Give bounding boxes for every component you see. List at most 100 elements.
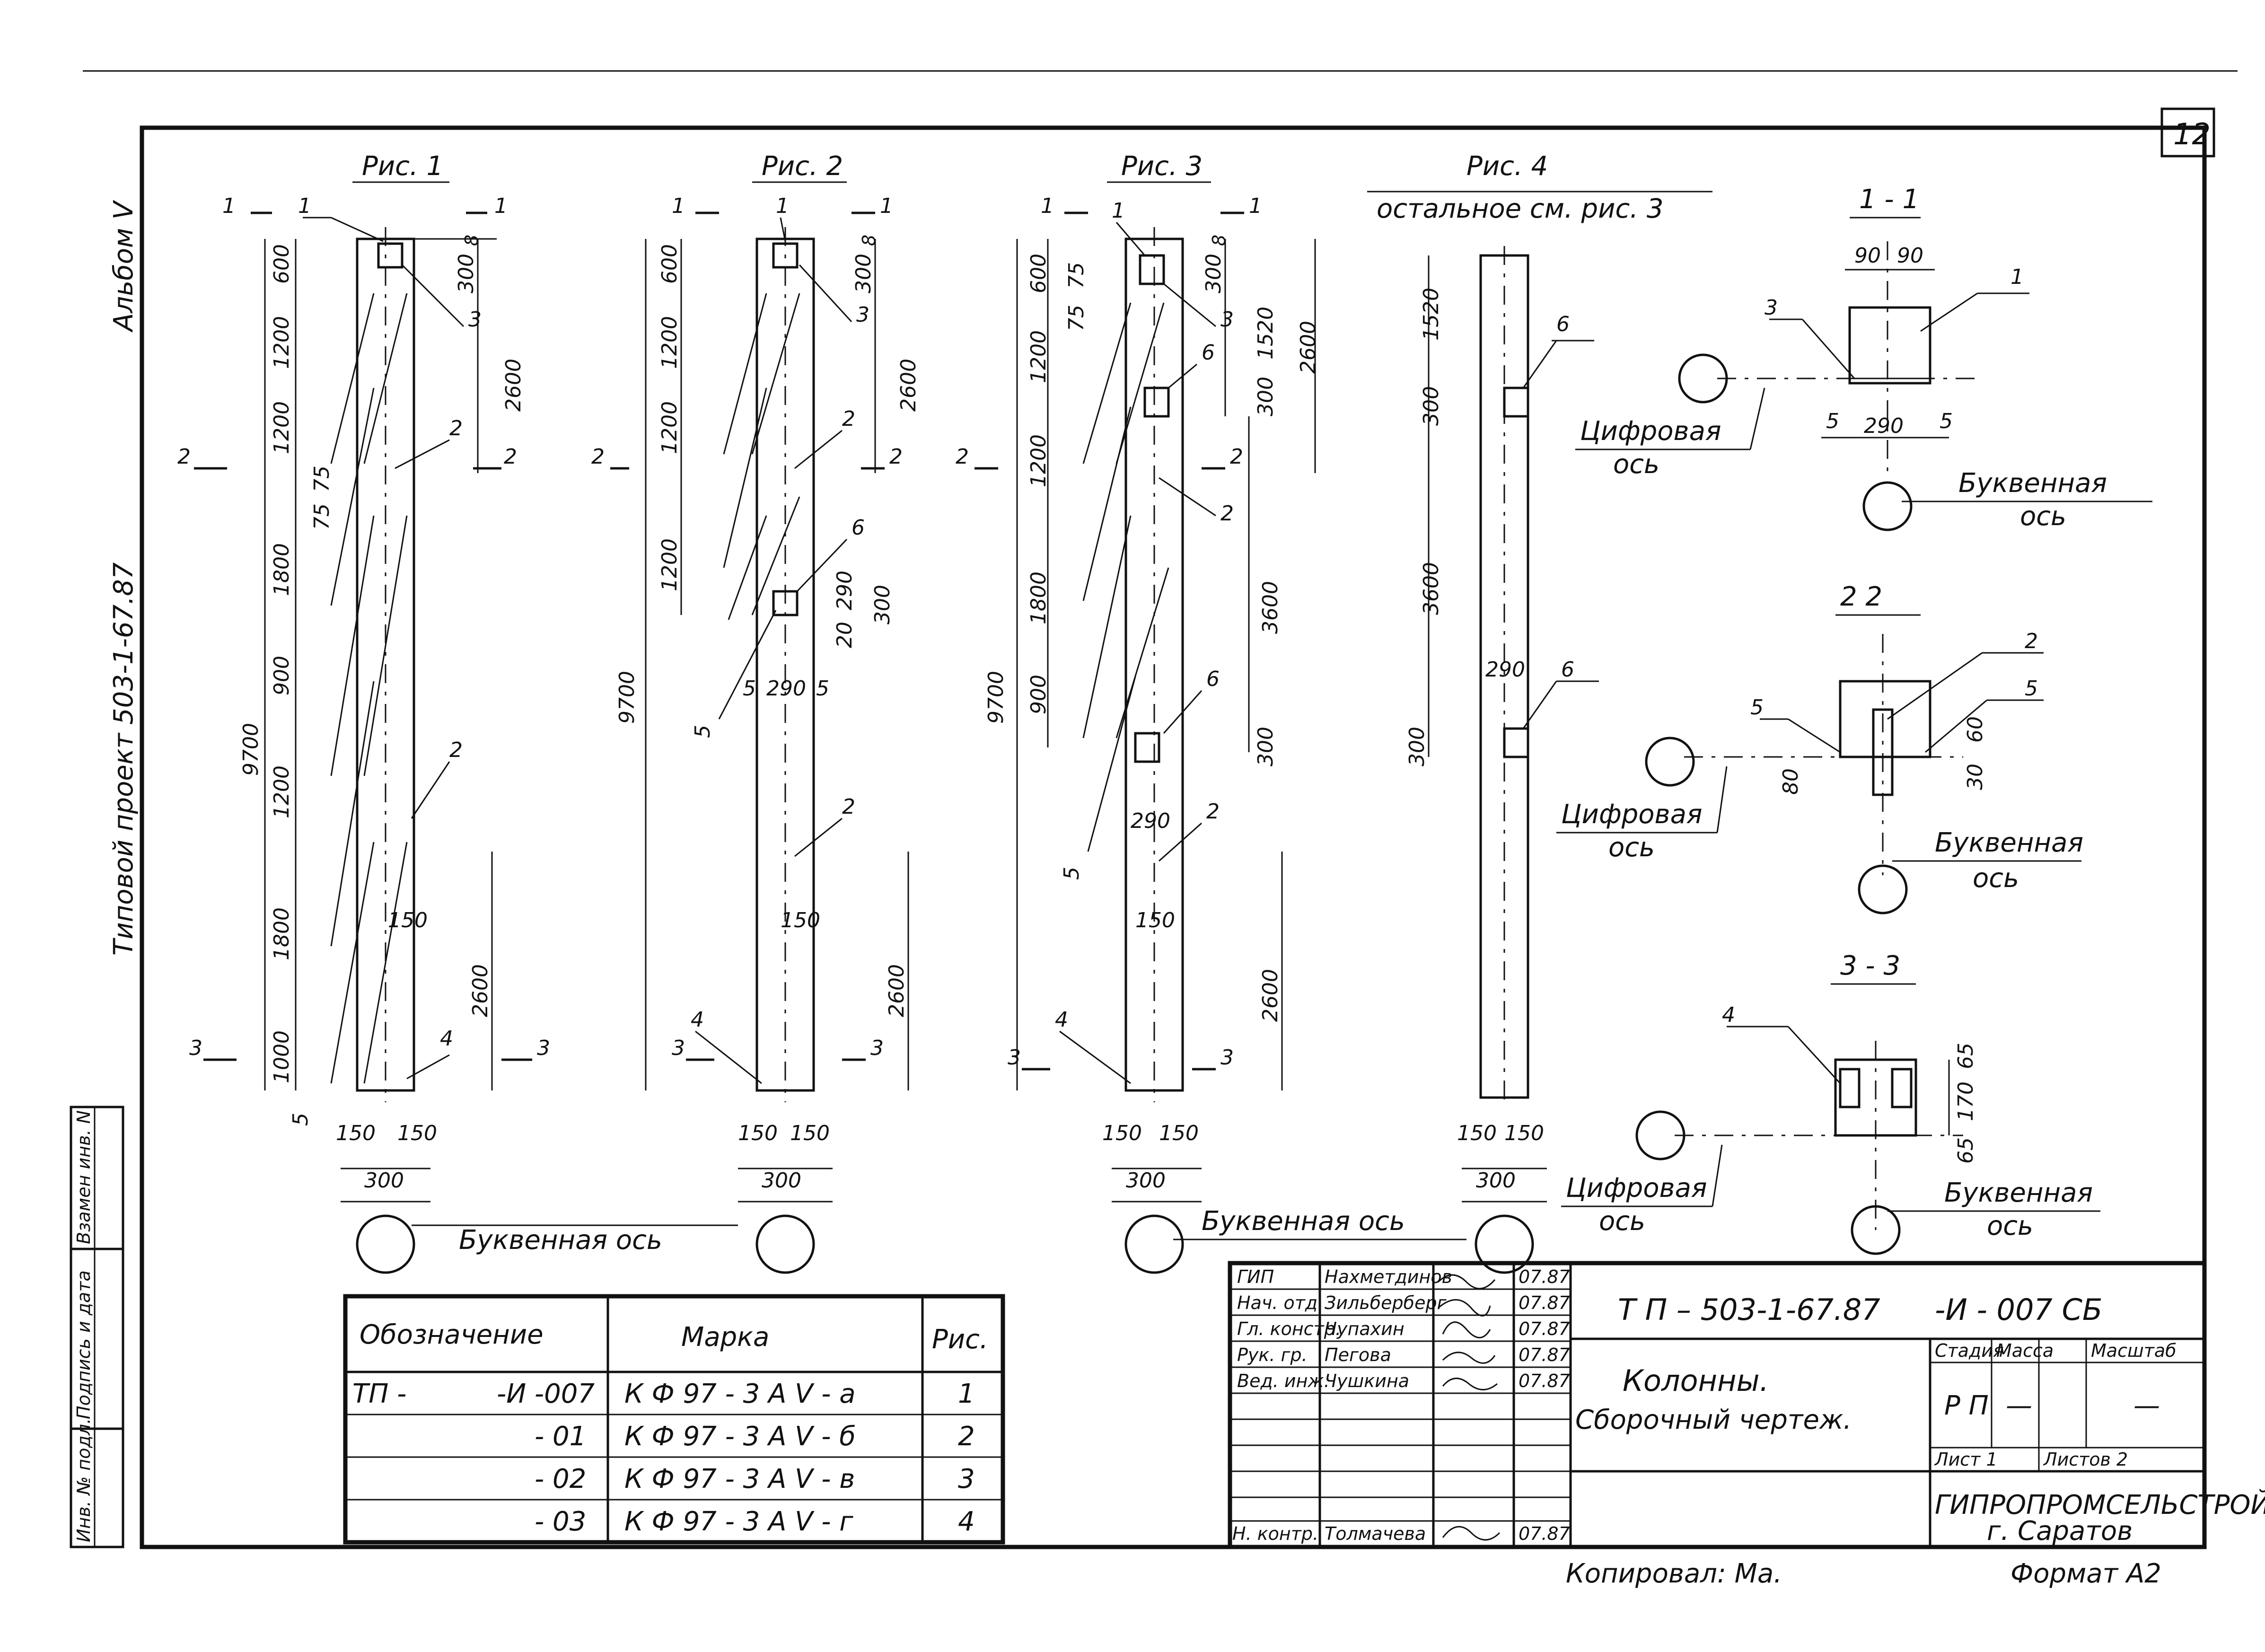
table-row: - 03 К Ф 97 - 3 А V - г 4: [535, 1506, 975, 1537]
album-label: Альбом V: [108, 200, 139, 333]
svg-text:2: 2: [842, 407, 855, 431]
svg-text:- 03: - 03: [535, 1506, 586, 1537]
svg-text:1000: 1000: [270, 1030, 294, 1083]
svg-text:1200: 1200: [1027, 330, 1051, 383]
drawing-frame: [140, 125, 2207, 1549]
svg-text:Н. контр.: Н. контр.: [1232, 1523, 1318, 1544]
digital-axis-label-2: Цифровая: [1561, 799, 1703, 830]
svg-text:300: 300: [852, 254, 876, 293]
svg-text:К Ф 97 - 3 А V - б: К Ф 97 - 3 А V - б: [624, 1421, 856, 1452]
svg-text:150: 150: [781, 908, 820, 932]
svg-text:2600: 2600: [896, 359, 921, 412]
svg-text:30: 30: [1963, 764, 1987, 790]
svg-text:150: 150: [790, 1121, 830, 1145]
role-row: ГИП Нахметдинов 07.87: [1237, 1266, 1570, 1287]
svg-text:2600: 2600: [1296, 321, 1320, 374]
figure-1-title: Рис. 1: [362, 151, 443, 182]
svg-text:Рук. гр.: Рук. гр.: [1237, 1344, 1308, 1365]
svg-text:300: 300: [1254, 377, 1278, 416]
svg-text:75: 75: [1064, 262, 1089, 289]
format-label: Формат А2: [2010, 1558, 2161, 1589]
figure-4: Рис. 4 остальное см. рис. 3 1520 300 360…: [1367, 151, 1712, 1274]
role-row: Нач. отд. Зильберберг 07.87: [1237, 1292, 1570, 1313]
svg-text:4: 4: [691, 1008, 704, 1032]
letter-axis-label-s2: Буквенная: [1935, 827, 2083, 858]
svg-text:2: 2: [177, 445, 191, 469]
svg-text:2: 2: [956, 445, 969, 469]
svg-text:- 01: - 01: [535, 1421, 586, 1452]
role-row: Рук. гр. Пегова 07.87: [1237, 1344, 1570, 1365]
svg-text:1: 1: [494, 194, 508, 218]
svg-text:1: 1: [776, 194, 789, 218]
svg-text:8: 8: [1209, 235, 1229, 246]
digital-axis-label-3: Цифровая: [1566, 1173, 1707, 1204]
svg-text:600: 600: [1027, 254, 1051, 293]
svg-text:6: 6: [1556, 312, 1570, 336]
svg-text:3: 3: [189, 1036, 202, 1060]
svg-text:2: 2: [449, 738, 463, 762]
axis-marker-4: [1475, 1214, 1534, 1274]
svg-text:2600: 2600: [501, 359, 526, 412]
svg-text:Зильберберг: Зильберберг: [1325, 1292, 1447, 1313]
svg-text:3: 3: [468, 308, 482, 332]
stamp-inv-label: Инв. № подл.: [73, 1418, 94, 1542]
svg-text:2: 2: [591, 445, 605, 469]
svg-text:1800: 1800: [270, 543, 294, 596]
svg-text:300: 300: [454, 254, 478, 293]
page-number: 12: [2173, 117, 2211, 151]
axis-marker-1: [356, 1214, 415, 1274]
svg-text:2: 2: [958, 1421, 975, 1452]
role-row: Вед. инж. Чушкина 07.87: [1237, 1371, 1570, 1391]
figure-3: Рис. 3 600 75 75 1200 1200 1800 900 9700…: [956, 151, 1320, 1274]
svg-text:К Ф 97 - 3 А V - в: К Ф 97 - 3 А V - в: [624, 1464, 855, 1494]
figure-2-total-height: 9700: [615, 671, 639, 724]
svg-text:2: 2: [2025, 629, 2038, 653]
svg-text:300: 300: [1202, 254, 1226, 293]
signature-3: [1442, 1321, 1491, 1338]
svg-text:1: 1: [1041, 194, 1054, 218]
axis-marker-3: [1124, 1214, 1184, 1274]
signature-1: [1437, 1274, 1496, 1290]
stamp-replace-label: Взамен инв. N: [73, 1110, 94, 1244]
section-3-3-bar-right: [1891, 1068, 1913, 1108]
letter-axis-label-s1: Буквенная: [1958, 468, 2107, 499]
signature-2: [1438, 1299, 1491, 1317]
svg-text:5: 5: [1750, 695, 1764, 720]
section-2-2-title: 2 2: [1840, 581, 1882, 612]
svg-text:75: 75: [310, 466, 334, 492]
svg-text:3600: 3600: [1258, 581, 1282, 634]
svg-text:ось: ось: [2020, 501, 2066, 532]
svg-text:2600: 2600: [885, 964, 909, 1017]
svg-text:90: 90: [1854, 244, 1881, 268]
embedded-plate-2: [772, 242, 799, 269]
svg-text:Чупахин: Чупахин: [1325, 1318, 1405, 1339]
svg-text:5: 5: [743, 677, 756, 701]
svg-text:07.87: 07.87: [1519, 1371, 1570, 1391]
left-stamp: Инв. № подл. Подпись и дата Взамен инв. …: [70, 1106, 124, 1548]
mass-header: Масса: [1996, 1340, 2054, 1361]
svg-text:3: 3: [870, 1036, 884, 1060]
svg-text:6: 6: [1206, 667, 1220, 691]
svg-text:90: 90: [1897, 244, 1923, 268]
scale-value: —: [2133, 1390, 2160, 1421]
embedded-plate-3: [1139, 254, 1165, 285]
svg-text:1200: 1200: [270, 765, 294, 818]
svg-text:К Ф 97 - 3 А V - г: К Ф 97 - 3 А V - г: [624, 1506, 853, 1537]
svg-text:75: 75: [310, 503, 334, 530]
svg-text:3: 3: [1008, 1046, 1021, 1070]
digital-axis-marker-1: [1678, 353, 1728, 404]
svg-text:07.87: 07.87: [1519, 1523, 1570, 1544]
mass-value: —: [2006, 1390, 2032, 1421]
digital-axis-marker-3: [1635, 1110, 1686, 1160]
svg-text:- 02: - 02: [535, 1464, 586, 1494]
svg-text:8: 8: [461, 235, 482, 246]
section-2-2-body: [1839, 680, 1931, 758]
svg-text:Вед. инж.: Вед. инж.: [1237, 1371, 1330, 1391]
svg-text:300: 300: [1126, 1169, 1166, 1193]
spec-header-fig: Рис.: [932, 1324, 988, 1355]
copied-by: Копировал: Ма.: [1566, 1558, 1782, 1589]
figure-4-title: Рис. 4: [1466, 151, 1548, 182]
svg-text:1: 1: [958, 1379, 975, 1409]
stage-value: Р П: [1944, 1390, 1989, 1421]
svg-text:5: 5: [289, 1113, 313, 1126]
